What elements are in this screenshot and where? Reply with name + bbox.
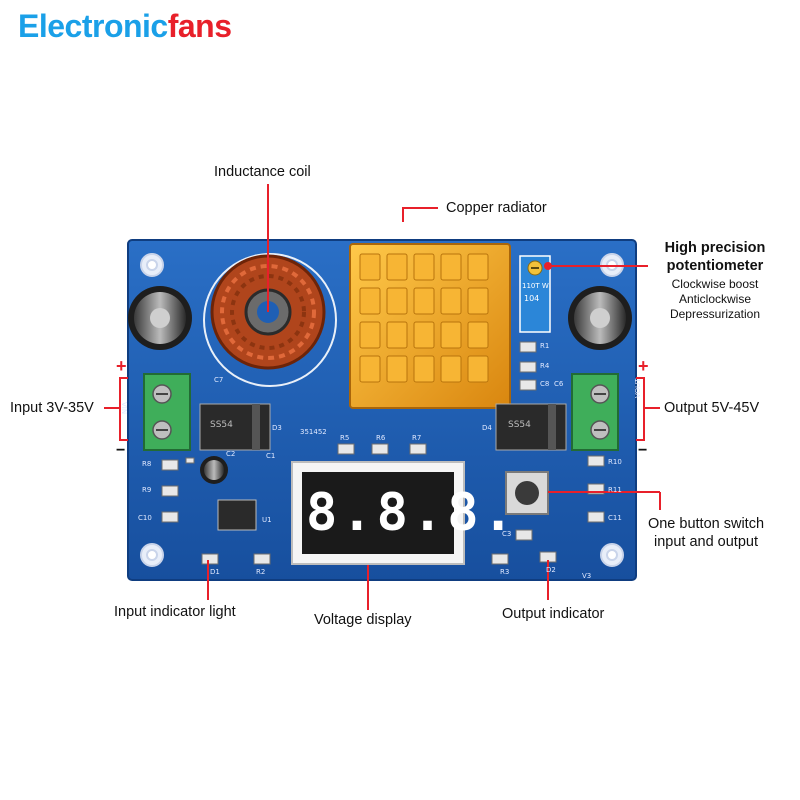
callout-input: Input 3V-35V — [10, 400, 94, 416]
silk-vin: VIN — [120, 402, 128, 415]
diode-d3 — [199, 403, 271, 451]
callout-pot-line3: Depressurization — [669, 307, 761, 321]
silk-d2: D2 — [546, 566, 556, 574]
silk-r5: R5 — [340, 434, 350, 442]
potentiometer — [519, 255, 551, 333]
callout-input-light: Input indicator light — [114, 604, 236, 620]
silk-r7: R7 — [412, 434, 422, 442]
brand-part1: Electronic — [18, 8, 168, 44]
silk-c6: C6 — [554, 380, 564, 388]
pot-callout-dot — [544, 262, 552, 270]
callout-voltage-display: Voltage display — [314, 612, 412, 628]
diode-d4-marking: SS54 — [508, 420, 531, 430]
output-minus: − — [638, 442, 648, 459]
silk-c3: C3 — [502, 530, 512, 538]
callout-pot-title2: potentiometer — [666, 258, 764, 274]
silk-u1: U1 — [262, 516, 272, 524]
pot-code: 104 — [524, 294, 540, 303]
silk-model: 351452 — [300, 428, 327, 436]
callout-lines — [104, 184, 661, 610]
brand-logo: Electronicfans — [18, 8, 232, 45]
silk-c7: C7 — [214, 376, 224, 384]
silk-d1: D1 — [210, 568, 220, 576]
capacitor-left — [128, 286, 192, 350]
callout-output-indicator: Output indicator — [502, 606, 605, 622]
voltage-display — [291, 461, 465, 565]
input-minus: − — [116, 442, 126, 459]
silk-r4: R4 — [540, 362, 550, 370]
push-button — [505, 471, 549, 515]
callout-pot-line2: Anticlockwise — [678, 292, 752, 306]
silk-r3: R3 — [500, 568, 510, 576]
silk-c11: C11 — [608, 514, 622, 522]
callout-output: Output 5V-45V — [664, 400, 760, 416]
callout-radiator: Copper radiator — [446, 200, 547, 216]
brand-part2: fans — [167, 8, 232, 44]
silk-r1: R1 — [540, 342, 550, 350]
silk-c10: C10 — [138, 514, 152, 522]
callout-pot-line1: Clockwise boost — [671, 277, 759, 291]
silk-c2: C2 — [226, 450, 236, 458]
silk-vout: VOUT — [634, 378, 642, 398]
capacitor-right — [568, 286, 632, 350]
silk-c1: C1 — [266, 452, 276, 460]
smd-components — [161, 341, 605, 565]
callout-button-line2: input and output — [653, 534, 758, 550]
silk-r6: R6 — [376, 434, 386, 442]
silk-d4: D4 — [482, 424, 492, 432]
input-terminal — [143, 373, 191, 451]
diode-d3-marking: SS54 — [210, 420, 233, 430]
pot-code2: 110T W — [522, 282, 549, 290]
callout-pot-title: High precision — [664, 240, 766, 256]
silk-r9: R9 — [142, 486, 152, 494]
callout-inductance: Inductance coil — [214, 164, 311, 180]
silk-r8: R8 — [142, 460, 152, 468]
mounting-holes — [140, 253, 624, 567]
callout-button-line1: One button switch — [647, 516, 765, 532]
chip-u1 — [217, 499, 257, 531]
silk-c8: C8 — [540, 380, 550, 388]
input-plus: + — [116, 356, 127, 376]
display-digits: 8.8.8. — [306, 483, 518, 543]
silk-d3: D3 — [272, 424, 282, 432]
silk-r10: R10 — [608, 458, 622, 466]
silk-r11: R11 — [608, 486, 622, 494]
copper-radiator — [349, 243, 511, 409]
silk-v3: V3 — [582, 572, 592, 580]
output-terminal — [571, 373, 619, 451]
capacitor-c2 — [200, 456, 228, 484]
diode-d4 — [495, 403, 567, 451]
output-plus: + — [638, 356, 649, 376]
silk-r2: R2 — [256, 568, 266, 576]
